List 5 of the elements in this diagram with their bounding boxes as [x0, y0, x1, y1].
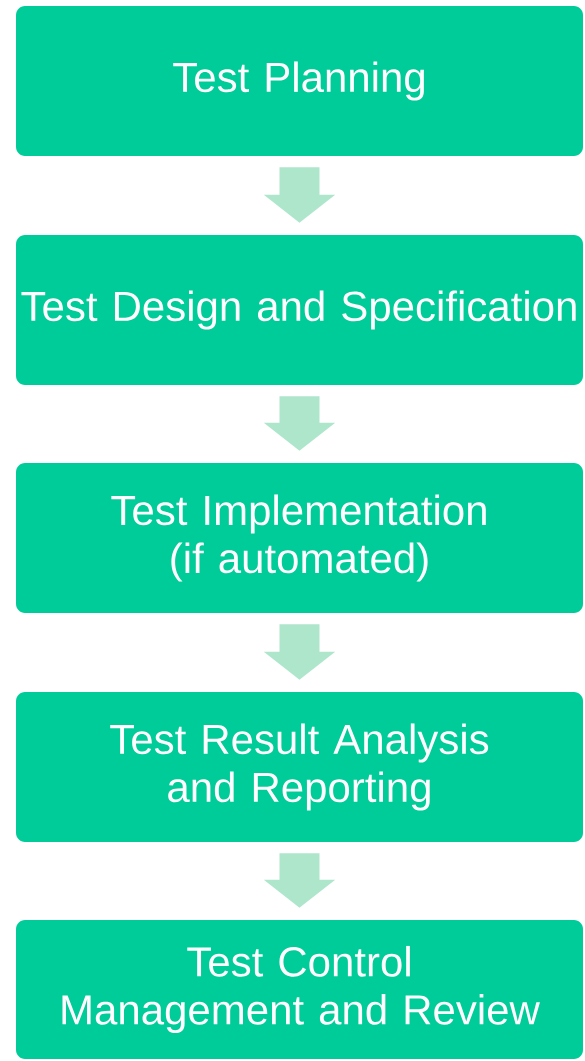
process-box: Test Result Analysis and Reporting: [16, 692, 583, 842]
process-box: Test Implementation (if automated): [16, 463, 583, 613]
process-box: Test Control Management and Review: [16, 920, 583, 1059]
process-box: Test Design and Specification: [16, 235, 583, 385]
process-box: Test Planning: [16, 6, 583, 156]
